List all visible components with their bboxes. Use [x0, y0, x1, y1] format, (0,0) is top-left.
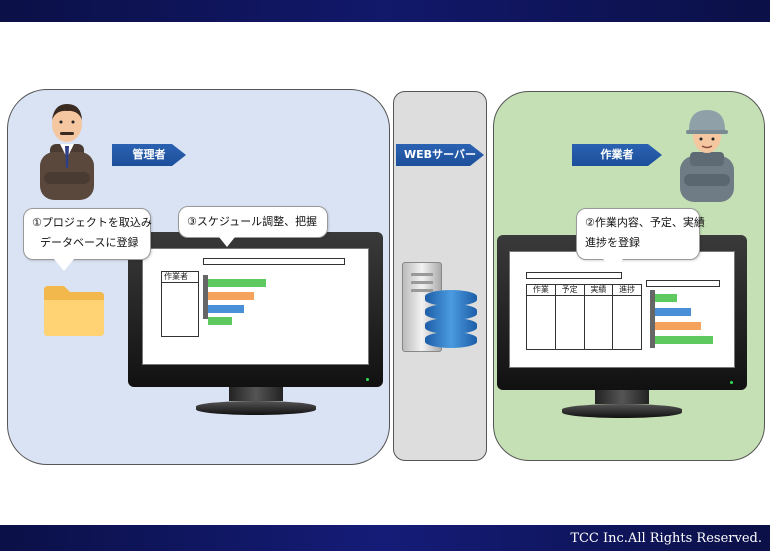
step1-line1: ①プロジェクトを取込み	[32, 216, 152, 229]
step2-line2: 進捗を登録	[585, 236, 640, 249]
title-bar-placeholder	[526, 272, 622, 279]
monitor-neck	[595, 390, 649, 404]
col-progress: 進捗	[613, 285, 641, 349]
col-progress-header: 進捗	[613, 285, 641, 296]
admin-person-icon	[40, 104, 94, 200]
gantt-bar	[655, 336, 713, 344]
web-server-label: WEBサーバー	[396, 144, 484, 166]
col-actual-header: 実績	[584, 285, 613, 296]
task-table: 作業 予定 実績 進捗	[526, 284, 642, 350]
col-task: 作業	[527, 285, 556, 349]
bubble-tail	[219, 237, 235, 247]
folder-icon	[44, 286, 104, 336]
gantt-axis	[203, 275, 208, 319]
gantt-axis	[650, 290, 655, 348]
title-bar-placeholder	[203, 258, 345, 265]
gantt-bar	[655, 308, 691, 316]
gantt-bar	[208, 317, 232, 325]
gantt-bar	[655, 294, 677, 302]
step1-line2: データベースに登録	[40, 236, 139, 249]
step3-text: ③スケジュール調整、把握	[187, 215, 318, 228]
gantt-bar	[208, 305, 244, 313]
step3-bubble: ③スケジュール調整、把握	[178, 206, 328, 247]
admin-label: 管理者	[112, 144, 186, 166]
power-led	[366, 378, 369, 381]
server-slot	[411, 273, 433, 276]
worker-label: 作業者	[572, 144, 662, 166]
db-disk	[425, 332, 477, 348]
gantt-bar	[655, 322, 701, 330]
col-actual: 実績	[584, 285, 614, 349]
gantt-bar	[208, 292, 254, 300]
monitor-neck	[228, 387, 283, 401]
chart-title-placeholder	[646, 280, 720, 287]
copyright-text: TCC Inc.All Rights Reserved.	[570, 531, 762, 546]
worker-table: 作業者	[161, 271, 199, 337]
step2-bubble: ②作業内容、予定、実績 進捗を登録	[576, 208, 705, 271]
col-task-header: 作業	[527, 285, 555, 296]
step1-bubble: ①プロジェクトを取込み データベースに登録	[23, 208, 152, 271]
worker-monitor: 作業 予定 実績 進捗	[497, 235, 747, 425]
header-band	[0, 0, 770, 22]
col-plan: 予定	[555, 285, 585, 349]
server-slot	[411, 281, 433, 284]
admin-monitor: 作業者	[128, 232, 383, 422]
footer-band	[0, 525, 770, 551]
worker-table-header: 作業者	[162, 272, 198, 283]
power-led	[730, 381, 733, 384]
db-disk	[425, 318, 477, 334]
bubble-tail	[54, 259, 74, 271]
monitor-base	[562, 404, 682, 418]
monitor-base	[195, 401, 316, 415]
bubble-tail	[603, 259, 623, 271]
col-plan-header: 予定	[555, 285, 584, 296]
database-icon	[425, 290, 477, 350]
server-slot	[411, 289, 433, 292]
monitor-screen: 作業者	[142, 248, 369, 365]
monitor-bezel: 作業 予定 実績 進捗	[497, 235, 747, 390]
gantt-bar	[208, 279, 266, 287]
step2-line1: ②作業内容、予定、実績	[585, 216, 705, 229]
monitor-bezel: 作業者	[128, 232, 383, 387]
db-disk	[425, 304, 477, 320]
worker-person-icon	[680, 110, 734, 202]
db-disk	[425, 290, 477, 306]
monitor-screen: 作業 予定 実績 進捗	[509, 251, 735, 368]
